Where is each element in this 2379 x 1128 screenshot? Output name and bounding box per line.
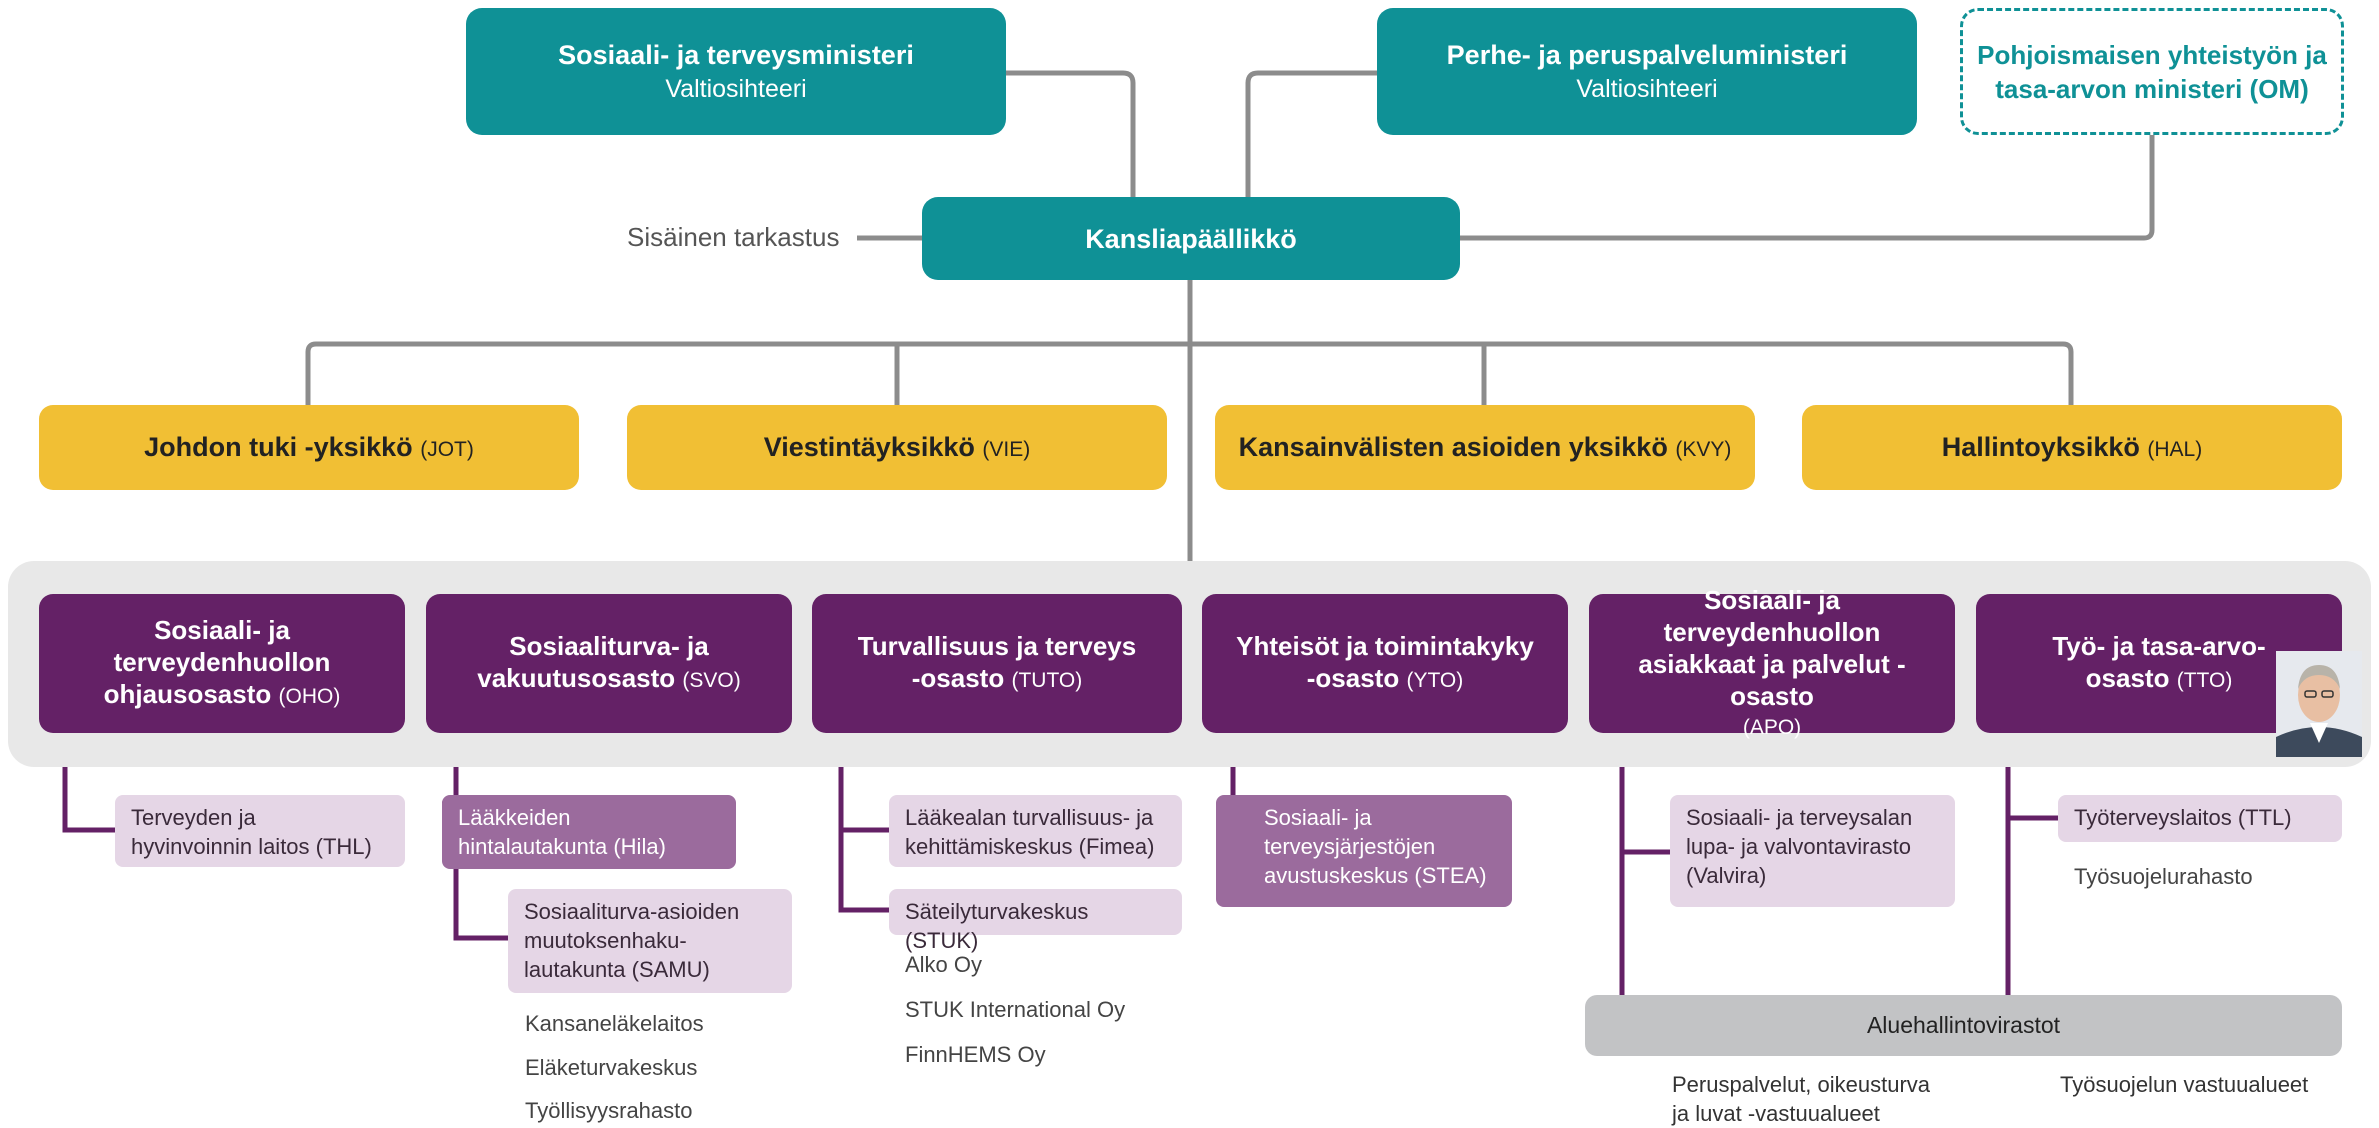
- agency-ttl[interactable]: Työterveyslaitos (TTL): [2058, 795, 2342, 842]
- department-oho[interactable]: Sosiaali- ja terveydenhuollon ohjausosas…: [39, 594, 405, 733]
- unit-abbr: (VIE): [982, 438, 1031, 461]
- department-abbr: (TTO): [2176, 669, 2233, 692]
- department-line3: ohjausosasto: [103, 679, 272, 709]
- department-line2: asiakkaat ja palvelut -osasto: [1638, 648, 1906, 711]
- agency-kela: Kansaneläkelaitos: [525, 1011, 704, 1036]
- unit-name: Hallintoyksikkö: [1941, 432, 2140, 462]
- agency-line1: Terveyden ja: [131, 805, 256, 830]
- agency-line2: terveysjärjestöjen: [1264, 834, 1436, 859]
- department-abbr: (TUTO): [1011, 669, 1083, 692]
- unit-kvy[interactable]: Kansainvälisten asioiden yksikkö (KVY): [1215, 405, 1755, 490]
- minister-family[interactable]: Perhe- ja peruspalveluministeri Valtiosi…: [1377, 8, 1917, 135]
- minister-subtitle: Valtiosihteeri: [665, 74, 807, 103]
- department-line1: Yhteisöt ja toimintakyky: [1236, 631, 1534, 661]
- regional-left-line1: Peruspalvelut, oikeusturva: [1672, 1072, 1931, 1097]
- unit-abbr: (KVY): [1675, 438, 1732, 461]
- agency-line1: Lääkealan turvallisuus- ja: [905, 805, 1154, 830]
- agency-hila[interactable]: Lääkkeiden hintalautakunta (Hila): [442, 795, 736, 869]
- unit-jot[interactable]: Johdon tuki -yksikkö (JOT): [39, 405, 579, 490]
- agency-line2: hintalautakunta (Hila): [458, 834, 666, 859]
- unit-hal[interactable]: Hallintoyksikkö (HAL): [1802, 405, 2342, 490]
- agency-line2: lupa- ja valvontavirasto: [1686, 834, 1912, 859]
- regional-agencies-title: Aluehallintovirastot: [1866, 1012, 2061, 1038]
- department-abbr: (SVO): [682, 669, 741, 692]
- agency-line1: Sosiaali- ja: [1264, 805, 1372, 830]
- connector-minister-2: [1245, 70, 1377, 197]
- department-line2: vakuutusosasto: [477, 663, 676, 693]
- department-line1: Työ- ja tasa-arvo-: [2052, 631, 2266, 661]
- agency-valvira[interactable]: Sosiaali- ja terveysalan lupa- ja valvon…: [1670, 795, 1955, 907]
- agency-line1: Säteilyturvakeskus (STUK): [905, 899, 1089, 953]
- department-line1: Sosiaaliturva- ja: [509, 631, 709, 661]
- regional-left-line2: ja luvat -vastuualueet: [1672, 1101, 1880, 1126]
- agency-etk: Eläketurvakeskus: [525, 1055, 698, 1080]
- minister-subtitle: Valtiosihteeri: [1576, 74, 1718, 103]
- department-line1: Sosiaali- ja terveydenhuollon: [1663, 584, 1881, 647]
- department-abbr: (YTO): [1406, 669, 1464, 692]
- department-line2: -osasto: [911, 663, 1005, 693]
- agency-line1: Työterveyslaitos (TTL): [2074, 805, 2292, 830]
- department-line1: Sosiaali- ja: [154, 615, 290, 645]
- department-tuto[interactable]: Turvallisuus ja terveys -osasto (TUTO): [812, 594, 1182, 733]
- unit-abbr: (JOT): [420, 438, 474, 461]
- minister-nordic-line1: Pohjoismaisen yhteistyön ja: [1977, 39, 2327, 70]
- agency-samu[interactable]: Sosiaaliturva-asioiden muutoksenhaku- la…: [508, 889, 792, 993]
- unit-vie[interactable]: Viestintäyksikkö (VIE): [627, 405, 1167, 490]
- agency-line3: lautakunta (SAMU): [524, 957, 710, 982]
- agency-finnhems: FinnHEMS Oy: [905, 1042, 1046, 1067]
- minister-title: Perhe- ja peruspalveluministeri: [1446, 39, 1848, 70]
- agency-fimea[interactable]: Lääkealan turvallisuus- ja kehittämiskes…: [889, 795, 1182, 867]
- department-abbr: (APO): [1742, 715, 1802, 739]
- agency-stuk-international: STUK International Oy: [905, 997, 1126, 1022]
- minister-nordic-line2: tasa-arvon ministeri (OM): [1995, 73, 2309, 104]
- regional-right-label: Työsuojelun vastuualueet: [2060, 1072, 2309, 1097]
- department-apo[interactable]: Sosiaali- ja terveydenhuollon asiakkaat …: [1589, 585, 1955, 739]
- department-line1: Turvallisuus ja terveys: [857, 631, 1137, 661]
- agency-tyollisyysrahasto: Työllisyysrahasto: [525, 1098, 693, 1123]
- unit-name: Johdon tuki -yksikkö: [144, 432, 413, 462]
- connector-units: [305, 341, 2074, 405]
- agency-line1: Sosiaaliturva-asioiden: [524, 899, 740, 924]
- agency-line3: (Valvira): [1686, 863, 1767, 888]
- department-yto[interactable]: Yhteisöt ja toimintakyky -osasto (YTO): [1202, 594, 1568, 733]
- agency-tyosuojelurahasto: Työsuojelurahasto: [2074, 864, 2253, 889]
- connector-tuto-2: [838, 733, 889, 913]
- minister-title: Sosiaali- ja terveysministeri: [558, 39, 914, 70]
- agency-line2: kehittämiskeskus (Fimea): [905, 834, 1155, 859]
- internal-audit-label: Sisäinen tarkastus: [627, 222, 840, 252]
- chancellery-title: Kansliapäällikkö: [1085, 223, 1297, 254]
- connector-nordic: [1460, 135, 2155, 241]
- unit-name: Kansainvälisten asioiden yksikkö: [1238, 432, 1668, 462]
- department-svo[interactable]: Sosiaaliturva- ja vakuutusosasto (SVO): [426, 594, 792, 733]
- agency-line1: Sosiaali- ja terveysalan: [1686, 805, 1913, 830]
- agency-stea[interactable]: Sosiaali- ja terveysjärjestöjen avustusk…: [1216, 795, 1512, 907]
- department-line2: -osasto: [1306, 663, 1400, 693]
- regional-agencies-bar[interactable]: Aluehallintovirastot: [1585, 995, 2342, 1056]
- unit-name: Viestintäyksikkö: [763, 432, 975, 462]
- person-photo-image: [2276, 651, 2362, 757]
- chancellery-box[interactable]: Kansliapäällikkö: [922, 197, 1460, 280]
- minister-social-health[interactable]: Sosiaali- ja terveysministeri Valtiosiht…: [466, 8, 1006, 135]
- agency-line2: muutoksenhaku-: [524, 928, 687, 953]
- agency-alko: Alko Oy: [905, 952, 983, 977]
- department-line2: terveydenhuollon: [113, 647, 331, 677]
- connector-minister-1: [1003, 70, 1136, 197]
- agency-line3: avustuskeskus (STEA): [1264, 863, 1487, 888]
- department-line2: osasto: [2085, 663, 2170, 693]
- agency-line2: hyvinvoinnin laitos (THL): [131, 834, 372, 859]
- minister-nordic[interactable]: Pohjoismaisen yhteistyön ja tasa-arvon m…: [1960, 8, 2344, 135]
- department-abbr: (OHO): [278, 685, 341, 708]
- regional-left-label: Peruspalvelut, oikeusturva ja luvat -vas…: [1672, 1070, 1930, 1128]
- agency-thl[interactable]: Terveyden ja hyvinvoinnin laitos (THL): [115, 795, 405, 867]
- agency-line1: Lääkkeiden: [458, 805, 571, 830]
- agency-stuk[interactable]: Säteilyturvakeskus (STUK): [889, 889, 1182, 953]
- unit-abbr: (HAL): [2147, 438, 2203, 461]
- person-photo: [2276, 651, 2362, 757]
